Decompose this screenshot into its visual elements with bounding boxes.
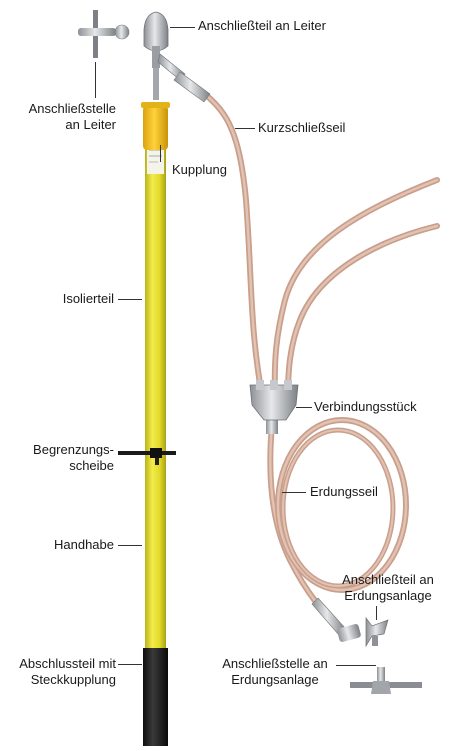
leader-short-circuit-cable: [235, 128, 255, 129]
coupling: [141, 102, 170, 150]
leader-conductor-point: [95, 62, 96, 98]
label-earth-cable: Erdungsseil: [310, 484, 378, 500]
label-handle: Handhabe: [10, 537, 114, 553]
insulating-pole: [143, 146, 168, 746]
leader-earthing-clamp: [376, 606, 377, 620]
label-earthing-point-line2: Erdungsanlage: [215, 672, 335, 688]
leader-conductor-clamp: [170, 27, 195, 28]
label-end-piece-line2: Steckkupplung: [4, 672, 116, 688]
leader-earthing-point: [336, 665, 376, 666]
label-limiting-disc-line2: scheibe: [10, 458, 114, 474]
label-short-circuit-cable: Kurzschließseil: [258, 120, 345, 136]
label-earthing-clamp-line2: Erdungsanlage: [328, 588, 448, 604]
label-conductor-clamp: Anschließteil an Leiter: [198, 18, 326, 34]
conductor-clamp: [144, 12, 185, 100]
label-earthing-point-line1: Anschließstelle an: [215, 656, 335, 672]
leader-handle: [118, 545, 142, 546]
label-conductor-point-line1: Anschließstelle: [10, 101, 116, 117]
conductor-connection-point: [78, 10, 129, 58]
leader-connector-piece: [296, 407, 312, 408]
label-end-piece-line1: Abschlussteil mit: [4, 656, 116, 672]
leader-end-piece: [118, 664, 142, 665]
leader-earth-cable: [282, 492, 306, 493]
connector-piece: [250, 380, 298, 420]
earthing-connection-point: [350, 667, 422, 694]
leader-coupling: [160, 145, 161, 162]
label-insulating-part: Isolierteil: [10, 291, 114, 307]
label-limiting-disc-line1: Begrenzungs-: [10, 442, 114, 458]
leader-insulating-part: [118, 299, 142, 300]
label-earthing-clamp-line1: Anschließteil an: [328, 572, 448, 588]
label-connector-piece: Verbindungsstück: [314, 399, 417, 415]
label-conductor-point-line2: an Leiter: [10, 117, 116, 133]
label-coupling: Kupplung: [172, 162, 227, 178]
